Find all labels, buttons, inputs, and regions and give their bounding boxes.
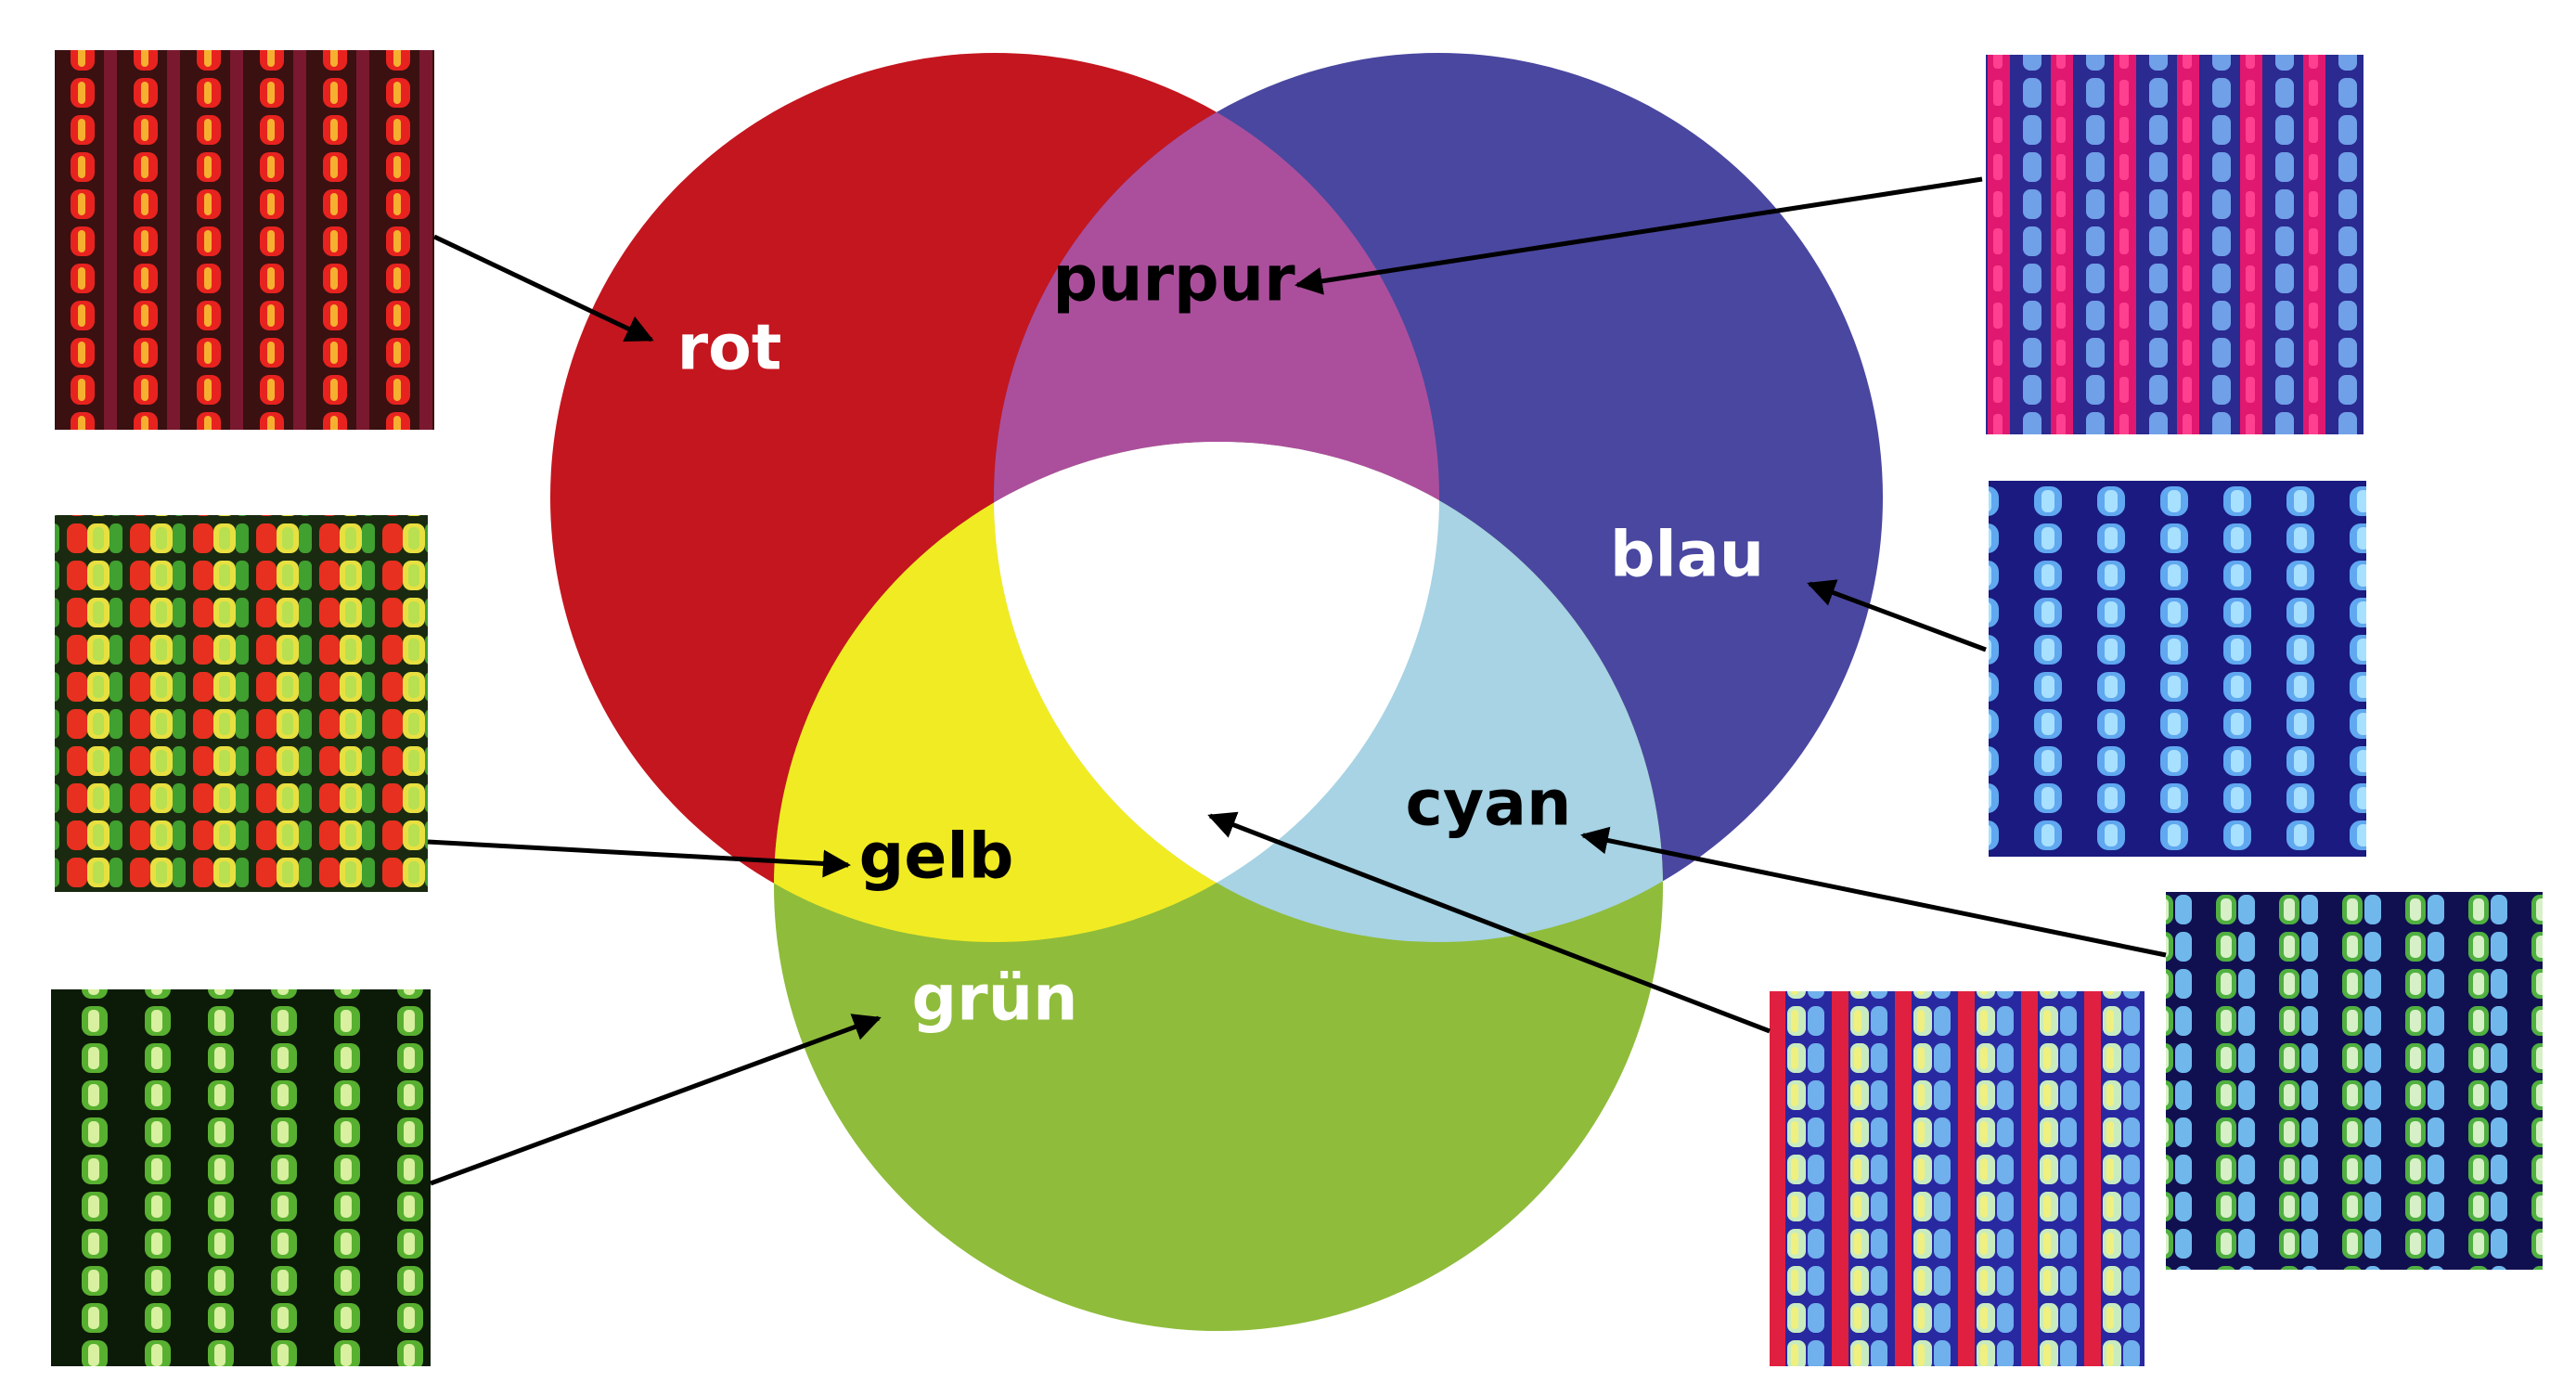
thumbnail-blue-subpixels (1989, 481, 2366, 857)
arrow-white (1207, 811, 1771, 1034)
label-yellow: gelb (859, 820, 1014, 894)
venn-circles (550, 53, 1883, 1331)
label-blue: blau (1610, 519, 1764, 592)
arrow-green (430, 1014, 882, 1186)
arrow-red (432, 234, 654, 342)
arrow-cyan (1580, 826, 2167, 958)
thumbnail-green-subpixels (51, 989, 431, 1366)
label-magenta: purpur (1052, 243, 1295, 316)
thumbnail-white-subpixels (1770, 991, 2145, 1366)
label-red: rot (677, 312, 782, 385)
thumbnail-magenta-subpixels (1986, 55, 2363, 434)
arrow-magenta (1294, 176, 1983, 295)
thumbnail-yellow-subpixels (55, 515, 428, 892)
label-green: grün (911, 962, 1077, 1036)
label-cyan: cyan (1406, 768, 1572, 841)
arrow-blue (1807, 579, 1987, 652)
arrow-yellow (427, 839, 851, 878)
thumbnail-red-subpixels (55, 50, 434, 430)
thumbnail-cyan-subpixels (2166, 892, 2543, 1270)
